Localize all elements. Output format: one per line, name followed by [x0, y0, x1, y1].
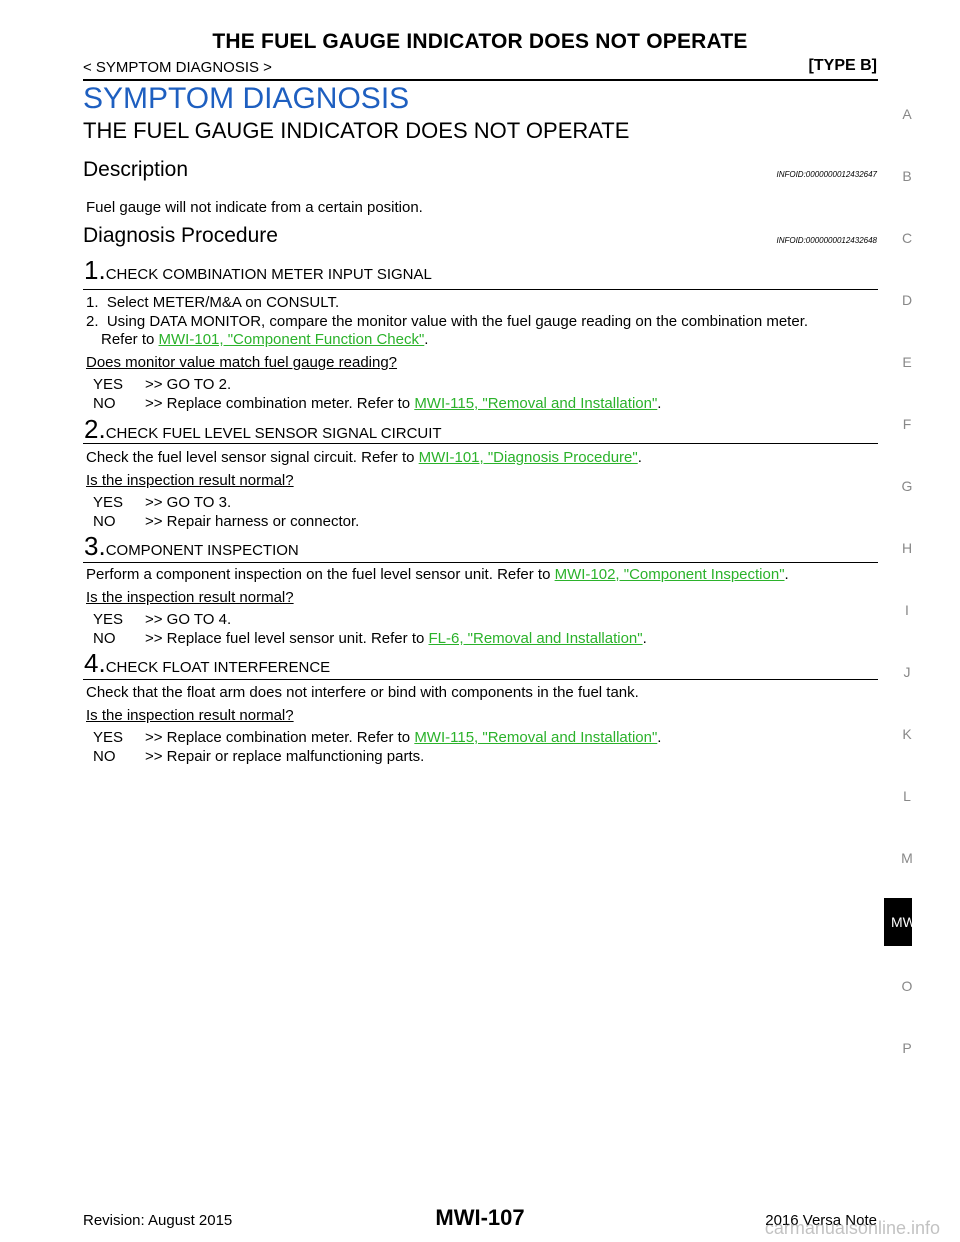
type-label: [TYPE B]: [808, 57, 877, 74]
step-3-question: Is the inspection result normal?: [86, 589, 294, 606]
side-tab-g[interactable]: G: [901, 478, 913, 494]
step-2-no-text: >> Repair harness or connector.: [145, 513, 360, 530]
section-title: SYMPTOM DIAGNOSIS: [83, 82, 410, 115]
step-1-no-period: .: [657, 395, 662, 412]
footer-revision: Revision: August 2015: [83, 1212, 233, 1229]
step-3-no-period: .: [642, 630, 647, 647]
breadcrumb: < SYMPTOM DIAGNOSIS >: [83, 59, 272, 76]
side-tab-a[interactable]: A: [902, 106, 912, 122]
side-tab-i[interactable]: I: [905, 602, 909, 618]
step-2-title: CHECK FUEL LEVEL SENSOR SIGNAL CIRCUIT: [105, 425, 442, 442]
side-tab-b[interactable]: B: [902, 168, 912, 184]
step-4-yes-period: .: [657, 729, 662, 746]
step-2-heading: 2.CHECK FUEL LEVEL SENSOR SIGNAL CIRCUIT: [84, 414, 442, 445]
step-3-no-link[interactable]: FL-6, "Removal and Installation": [428, 630, 643, 647]
step-1-line-2: 2. Using DATA MONITOR, compare the monit…: [86, 313, 809, 330]
step-4-no-text: >> Repair or replace malfunctioning part…: [145, 748, 425, 765]
step-2-yes-text: >> GO TO 3.: [145, 494, 232, 511]
side-tab-f[interactable]: F: [902, 416, 912, 432]
step-4-text: Check that the float arm does not interf…: [86, 684, 639, 701]
side-tab-active[interactable]: MWI: [884, 898, 912, 946]
step-1-line-3: Refer to MWI-101, "Component Function Ch…: [101, 331, 428, 348]
footer-model: 2016 Versa Note: [765, 1212, 877, 1229]
side-tab-m[interactable]: M: [901, 850, 913, 866]
side-tab-e[interactable]: E: [902, 354, 912, 370]
header-rule: [83, 79, 878, 81]
side-tab-j[interactable]: J: [903, 664, 911, 680]
step-3-number: 3.: [84, 531, 106, 561]
step-3-rule: [83, 562, 878, 563]
description-heading: Description: [83, 158, 189, 181]
page-header-title: THE FUEL GAUGE INDICATOR DOES NOT OPERAT…: [212, 30, 748, 53]
step-1-no-link[interactable]: MWI-115, "Removal and Installation": [414, 395, 658, 412]
step-2-no-key: NO: [93, 513, 116, 530]
step-3-yes-row: YES >> GO TO 4.: [93, 611, 231, 628]
step-3-yes-key: YES: [93, 611, 124, 628]
step-1-line-1: 1. Select METER/M&A on CONSULT.: [86, 294, 340, 311]
step-1-title: CHECK COMBINATION METER INPUT SIGNAL: [105, 266, 432, 283]
side-tab-o[interactable]: O: [901, 978, 913, 994]
step-4-heading: 4.CHECK FLOAT INTERFERENCE: [84, 648, 330, 679]
step-4-rule: [83, 679, 878, 680]
page-number: MWI-107: [435, 1205, 525, 1230]
step-1-yes-row: YES >> GO TO 2.: [93, 376, 231, 393]
step-4-title: CHECK FLOAT INTERFERENCE: [105, 659, 331, 676]
step-3-title: COMPONENT INSPECTION: [105, 542, 299, 559]
side-tab-active-label: MWI: [891, 914, 912, 930]
procedure-heading: Diagnosis Procedure: [83, 224, 278, 247]
step-1-number: 1.: [84, 255, 106, 285]
page-subtitle: THE FUEL GAUGE INDICATOR DOES NOT OPERAT…: [83, 118, 630, 143]
step-4-yes-row: YES >> Replace combination meter. Refer t…: [93, 729, 661, 746]
step-1-rule: [83, 289, 878, 290]
step-4-yes-link[interactable]: MWI-115, "Removal and Installation": [414, 729, 658, 746]
step-2-text: Check the fuel level sensor signal circu…: [86, 449, 642, 466]
step-4-no-key: NO: [93, 748, 116, 765]
step-2-reference-link[interactable]: MWI-101, "Diagnosis Procedure": [418, 449, 638, 466]
watermark: carmanualsonline.info: [764, 1218, 940, 1238]
step-2-rule: [83, 443, 878, 444]
step-2-text-body: Check the fuel level sensor signal circu…: [86, 449, 419, 466]
side-tab-k[interactable]: K: [902, 726, 912, 742]
step-1-question: Does monitor value match fuel gauge read…: [86, 354, 398, 371]
step-1-heading: 1.CHECK COMBINATION METER INPUT SIGNAL: [84, 255, 432, 286]
step-2-text-period: .: [637, 449, 642, 466]
step-3-yes-text: >> GO TO 4.: [145, 611, 232, 628]
step-1-yes-key: YES: [93, 376, 124, 393]
step-2-no-row: NO >> Repair harness or connector.: [93, 513, 359, 530]
step-2-number: 2.: [84, 414, 106, 444]
step-4-number: 4.: [84, 648, 106, 678]
step-3-text: Perform a component inspection on the fu…: [86, 566, 789, 583]
step-1-reference-link[interactable]: MWI-101, "Component Function Check": [158, 331, 425, 348]
step-1-no-text: >> Replace combination meter. Refer to: [145, 395, 415, 412]
step-1-refer-text: Refer to: [101, 331, 159, 348]
step-1-no-row: NO >> Replace combination meter. Refer to…: [93, 395, 661, 412]
step-3-heading: 3.COMPONENT INSPECTION: [84, 531, 299, 562]
step-3-text-body: Perform a component inspection on the fu…: [86, 566, 555, 583]
step-4-no-row: NO >> Repair or replace malfunctioning pa…: [93, 748, 424, 765]
procedure-infoid: INFOID:0000000012432648: [776, 236, 877, 245]
side-tab-c[interactable]: C: [901, 230, 913, 246]
step-1-yes-text: >> GO TO 2.: [145, 376, 232, 393]
step-1-no-key: NO: [93, 395, 116, 412]
step-2-yes-key: YES: [93, 494, 124, 511]
side-tab-l[interactable]: L: [903, 788, 911, 804]
step-1-refer-period: .: [424, 331, 429, 348]
side-tab-p[interactable]: P: [902, 1040, 912, 1056]
step-4-yes-key: YES: [93, 729, 124, 746]
step-2-question: Is the inspection result normal?: [86, 472, 294, 489]
step-3-text-period: .: [784, 566, 789, 583]
step-2-yes-row: YES >> GO TO 3.: [93, 494, 231, 511]
side-tab-h[interactable]: H: [901, 540, 913, 556]
step-3-no-row: NO >> Replace fuel level sensor unit. Ref…: [93, 630, 647, 647]
description-infoid: INFOID:0000000012432647: [776, 170, 877, 179]
description-text: Fuel gauge will not indicate from a cert…: [86, 199, 423, 216]
step-3-no-key: NO: [93, 630, 116, 647]
step-4-question: Is the inspection result normal?: [86, 707, 294, 724]
side-tab-d[interactable]: D: [901, 292, 913, 308]
step-4-yes-text: >> Replace combination meter. Refer to: [145, 729, 415, 746]
step-3-reference-link[interactable]: MWI-102, "Component Inspection": [554, 566, 785, 583]
step-3-no-text: >> Replace fuel level sensor unit. Refer…: [145, 630, 429, 647]
